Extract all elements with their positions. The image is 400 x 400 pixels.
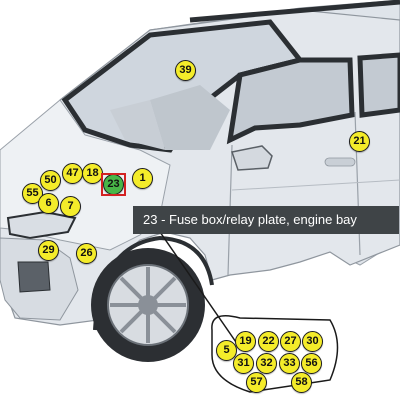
marker-7[interactable]: 7 xyxy=(60,196,81,217)
marker-1[interactable]: 1 xyxy=(132,168,153,189)
marker-58[interactable]: 58 xyxy=(291,372,312,393)
marker-23[interactable]: 23 xyxy=(103,174,124,195)
marker-47[interactable]: 47 xyxy=(62,163,83,184)
marker-56[interactable]: 56 xyxy=(301,353,322,374)
hotspot-tooltip: 23 - Fuse box/relay plate, engine bay xyxy=(133,206,399,234)
marker-22[interactable]: 22 xyxy=(258,331,279,352)
marker-6[interactable]: 6 xyxy=(38,193,59,214)
marker-19[interactable]: 19 xyxy=(235,331,256,352)
marker-30[interactable]: 30 xyxy=(302,331,323,352)
marker-33[interactable]: 33 xyxy=(279,353,300,374)
marker-57[interactable]: 57 xyxy=(246,372,267,393)
marker-50[interactable]: 50 xyxy=(40,170,61,191)
marker-18[interactable]: 18 xyxy=(82,163,103,184)
marker-26[interactable]: 26 xyxy=(76,243,97,264)
marker-27[interactable]: 27 xyxy=(280,331,301,352)
marker-21[interactable]: 21 xyxy=(349,131,370,152)
marker-32[interactable]: 32 xyxy=(256,353,277,374)
marker-31[interactable]: 31 xyxy=(233,353,254,374)
marker-5[interactable]: 5 xyxy=(216,340,237,361)
marker-29[interactable]: 29 xyxy=(38,240,59,261)
marker-39[interactable]: 39 xyxy=(175,60,196,81)
